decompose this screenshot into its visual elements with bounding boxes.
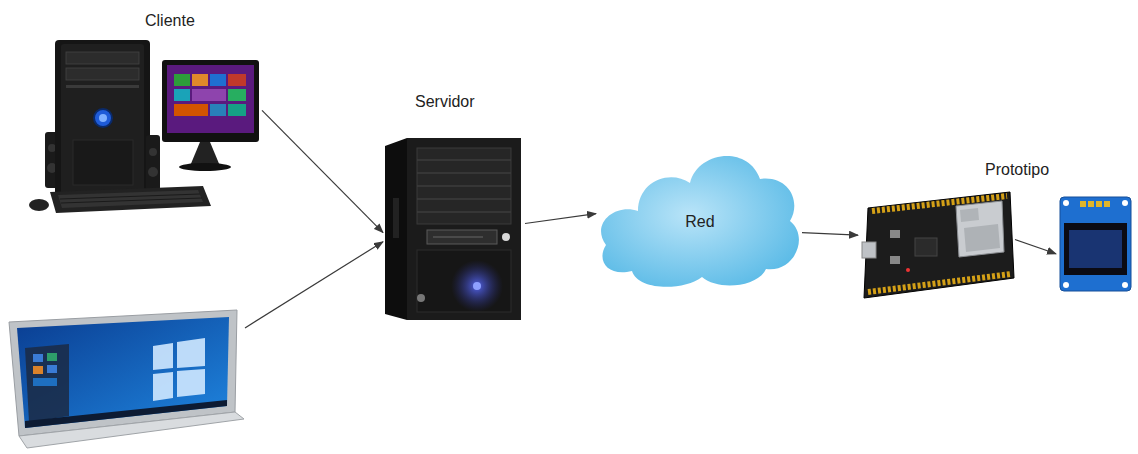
node-heading: Cliente <box>145 11 195 31</box>
oled-display <box>1058 195 1133 293</box>
client-laptop <box>5 308 245 450</box>
laptop-illustration <box>5 308 245 450</box>
server-illustration <box>385 138 525 320</box>
prototype-group: Prototipo <box>855 155 1136 303</box>
server-tower: Servidor <box>385 138 525 320</box>
node-heading: Servidor <box>415 92 475 112</box>
arrow-connector <box>245 242 383 328</box>
client-desktop: Cliente <box>28 40 262 216</box>
desktop-illustration <box>28 40 262 216</box>
arrow-connector <box>1015 240 1056 254</box>
node-heading: Prototipo <box>985 160 1049 180</box>
node-label: Red <box>685 212 714 232</box>
esp32-board-illustration <box>860 190 1015 300</box>
oled-display-illustration <box>1058 195 1133 293</box>
esp32-board <box>860 190 1015 300</box>
arrow-connector <box>525 214 596 224</box>
arrow-connector <box>802 233 858 236</box>
arrow-connector <box>262 110 383 232</box>
network-cloud: Red <box>598 145 802 291</box>
